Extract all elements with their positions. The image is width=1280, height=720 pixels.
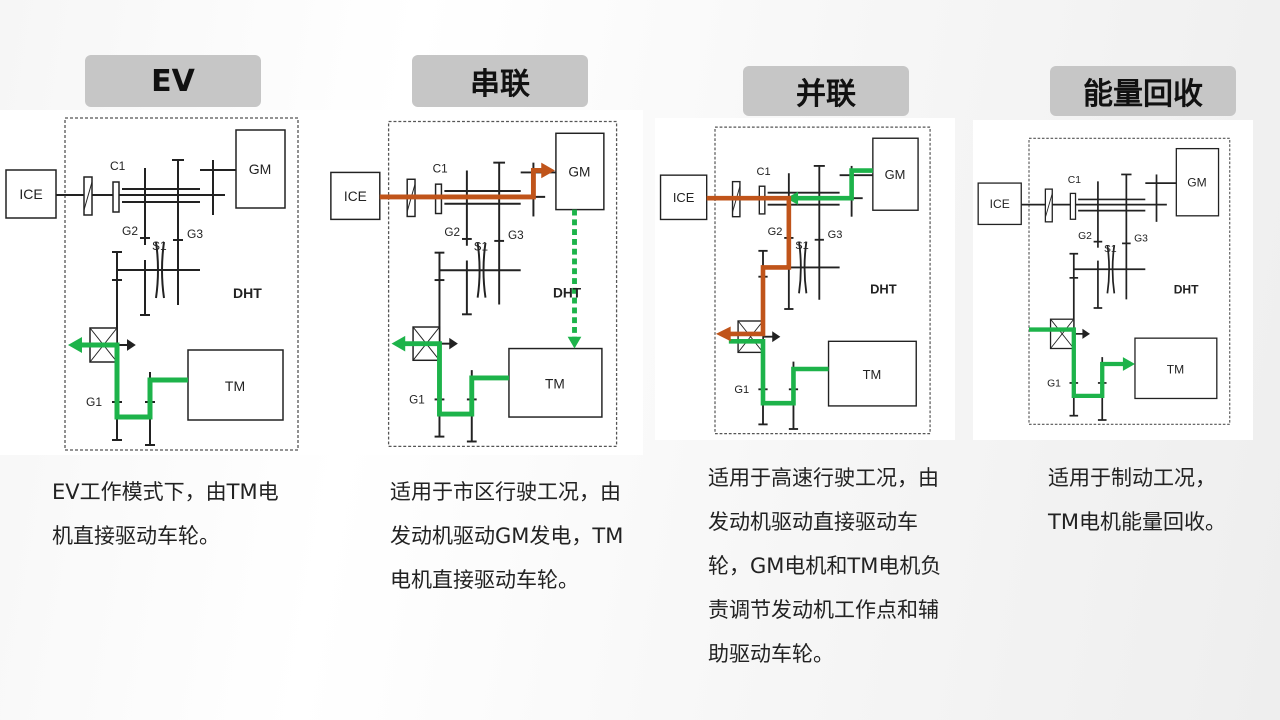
label-dht: DHT	[233, 285, 262, 301]
label-ice: ICE	[344, 189, 367, 204]
label-g1: G1	[409, 393, 425, 406]
power-flow-regen	[1029, 327, 1125, 399]
tm-box	[1134, 337, 1218, 400]
diagram-series: ICE GM TM DHT C1 G1 G2 G3 S1	[325, 110, 643, 455]
tm-box	[508, 347, 603, 418]
title-regen: 能量回收	[1050, 66, 1236, 116]
dht-boundary	[714, 126, 931, 435]
arrow-icon	[391, 335, 406, 352]
power-flow-gm	[795, 168, 873, 201]
label-tm: TM	[545, 377, 565, 392]
label-dht: DHT	[1174, 282, 1199, 296]
label-gm: GM	[249, 161, 272, 177]
label-ice: ICE	[673, 190, 695, 205]
label-c1: C1	[110, 159, 126, 173]
label-g2: G2	[1078, 231, 1092, 242]
power-flow-ice	[706, 195, 792, 337]
label-tm: TM	[225, 378, 245, 394]
label-tm: TM	[863, 367, 882, 382]
tm-box	[827, 340, 917, 407]
label-g2: G2	[122, 224, 138, 238]
label-ice: ICE	[990, 197, 1010, 211]
gm-box	[872, 137, 919, 211]
label-g1: G1	[86, 395, 102, 409]
diagram-ev: ICE GM TM DHT C1 G1 G2 G3 S1	[0, 110, 325, 455]
dht-boundary	[1028, 137, 1231, 425]
title-series: 串联	[412, 55, 588, 107]
arrow-icon	[68, 337, 82, 353]
dht-diagram: ICE GM TM DHT C1 G1 G2 G3 S1	[330, 120, 618, 448]
power-flow-ice	[379, 168, 543, 200]
diagram-parallel: ICE GM TM DHT C1 G1 G2 G3 S1	[655, 118, 955, 440]
label-g3: G3	[828, 229, 843, 241]
label-gm: GM	[1187, 176, 1206, 190]
power-flow-tm	[403, 341, 509, 417]
ice-box	[977, 182, 1022, 226]
ice-box	[659, 174, 708, 221]
label-gm: GM	[885, 167, 906, 182]
gm-box	[235, 129, 286, 209]
gm-box	[1175, 147, 1220, 217]
description-regen: 适用于制动工况，TM电机能量回收。	[1048, 466, 1226, 534]
ice-box	[330, 171, 381, 221]
label-ice: ICE	[19, 186, 42, 202]
label-g1: G1	[1047, 378, 1061, 389]
label-g2: G2	[768, 226, 783, 238]
power-flow-tm	[80, 342, 188, 420]
label-g1: G1	[734, 384, 749, 396]
title-ev: EV	[85, 55, 261, 107]
label-c1: C1	[757, 166, 771, 178]
gm-box	[555, 132, 605, 211]
label-g3: G3	[187, 227, 203, 241]
arrow-icon	[715, 326, 731, 342]
description-parallel: 适用于高速行驶工况，由发动机驱动直接驱动车轮，GM电机和TM电机负责调节发动机工…	[708, 466, 942, 666]
label-g3: G3	[1134, 234, 1148, 245]
label-c1: C1	[1068, 175, 1081, 186]
description-series: 适用于市区行驶工况，由发动机驱动GM发电，TM电机直接驱动车轮。	[390, 480, 624, 592]
dht-boundary	[64, 117, 299, 451]
label-s1: S1	[795, 240, 809, 252]
label-s1: S1	[474, 241, 488, 254]
diagram-regen: ICE GM TM DHT C1 G1 G2 G3 S1	[973, 120, 1253, 440]
dht-boundary	[387, 120, 618, 448]
label-dht: DHT	[870, 281, 897, 296]
tm-box	[187, 349, 284, 421]
label-g2: G2	[444, 226, 460, 239]
label-tm: TM	[1167, 362, 1184, 376]
arrow-icon	[786, 191, 799, 205]
arrow-icon	[1122, 357, 1135, 371]
power-flow-tm	[728, 339, 829, 406]
label-gm: GM	[568, 164, 590, 179]
label-s1: S1	[152, 239, 167, 253]
description-ev: EV工作模式下，由TM电机直接驱动车轮。	[52, 480, 279, 548]
label-g3: G3	[508, 229, 524, 242]
ice-box	[5, 169, 57, 219]
label-c1: C1	[433, 162, 448, 175]
mechanism	[56, 159, 236, 446]
dht-diagram: ICE GM TM DHT C1 G1 G2 G3 S1	[5, 117, 299, 451]
label-dht: DHT	[553, 286, 582, 301]
dht-diagram: ICE GM TM DHT C1 G1 G2 G3 S1	[659, 126, 931, 435]
label-s1: S1	[1104, 244, 1117, 255]
arrow-icon	[541, 162, 555, 179]
arrow-icon	[567, 336, 582, 349]
dht-diagram: ICE GM TM DHT C1 G1 G2 G3 S1	[977, 137, 1231, 425]
title-parallel: 并联	[743, 66, 909, 116]
